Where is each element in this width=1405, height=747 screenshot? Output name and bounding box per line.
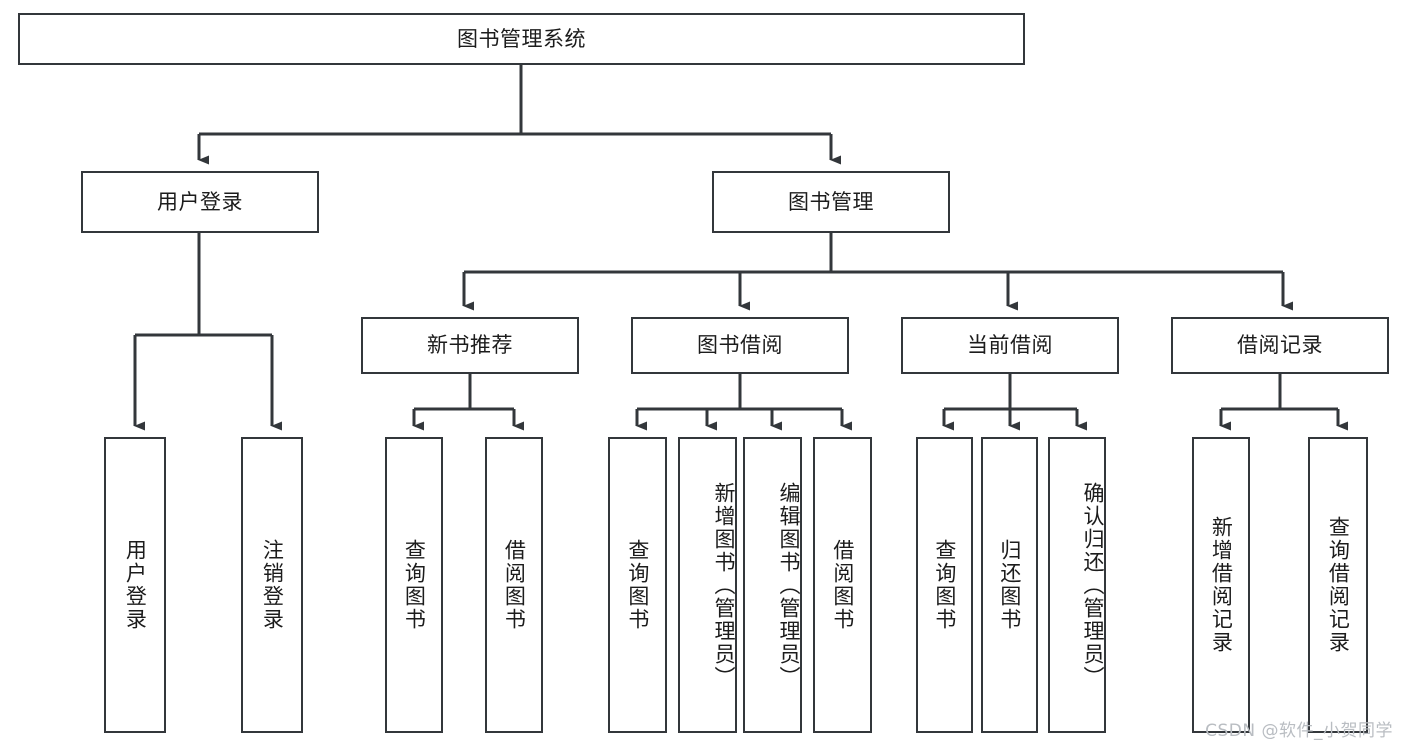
node-label: 注销登录 bbox=[260, 539, 285, 631]
node-leaf-6[interactable]: 编辑图书（管理员） bbox=[743, 437, 802, 733]
node-leaf-10[interactable]: 确认归还（管理员） bbox=[1048, 437, 1106, 733]
node-label: 查询图书 bbox=[625, 539, 650, 631]
node-level2-0[interactable]: 用户登录 bbox=[81, 171, 319, 233]
node-label: 编辑图书（管理员） bbox=[777, 481, 801, 689]
node-label: 当前借阅 bbox=[967, 333, 1053, 358]
node-leaf-11[interactable]: 新增借阅记录 bbox=[1192, 437, 1250, 733]
csdn-watermark: CSDN @软件_小贺同学 bbox=[1205, 721, 1393, 741]
node-label: 新书推荐 bbox=[427, 333, 513, 358]
node-level3-3[interactable]: 借阅记录 bbox=[1171, 317, 1389, 374]
node-label: 用户登录 bbox=[157, 189, 243, 214]
node-leaf-2[interactable]: 查询图书 bbox=[385, 437, 443, 733]
node-label: 新增借阅记录 bbox=[1209, 516, 1234, 654]
node-label: 借阅图书 bbox=[830, 539, 855, 631]
node-leaf-1[interactable]: 注销登录 bbox=[241, 437, 303, 733]
node-level3-0[interactable]: 新书推荐 bbox=[361, 317, 579, 374]
node-leaf-4[interactable]: 查询图书 bbox=[608, 437, 667, 733]
node-root-图书管理系统[interactable]: 图书管理系统 bbox=[18, 13, 1025, 65]
node-level3-1[interactable]: 图书借阅 bbox=[631, 317, 849, 374]
node-level2-1[interactable]: 图书管理 bbox=[712, 171, 950, 233]
node-label: 借阅图书 bbox=[502, 539, 527, 631]
node-leaf-12[interactable]: 查询借阅记录 bbox=[1308, 437, 1368, 733]
node-label: 图书借阅 bbox=[697, 333, 783, 358]
node-level3-2[interactable]: 当前借阅 bbox=[901, 317, 1119, 374]
node-label: 图书管理系统 bbox=[457, 26, 586, 51]
node-leaf-0[interactable]: 用户登录 bbox=[104, 437, 166, 733]
node-leaf-3[interactable]: 借阅图书 bbox=[485, 437, 543, 733]
node-label: 用户登录 bbox=[123, 539, 148, 631]
node-label: 查询图书 bbox=[932, 539, 957, 631]
node-label: 图书管理 bbox=[788, 189, 874, 214]
node-leaf-9[interactable]: 归还图书 bbox=[981, 437, 1038, 733]
node-label: 查询图书 bbox=[402, 539, 427, 631]
node-label: 归还图书 bbox=[997, 539, 1022, 631]
node-leaf-7[interactable]: 借阅图书 bbox=[813, 437, 872, 733]
node-label: 新增图书（管理员） bbox=[712, 481, 736, 689]
node-leaf-8[interactable]: 查询图书 bbox=[916, 437, 973, 733]
node-label: 确认归还（管理员） bbox=[1081, 481, 1105, 689]
node-label: 查询借阅记录 bbox=[1326, 516, 1351, 654]
node-leaf-5[interactable]: 新增图书（管理员） bbox=[678, 437, 737, 733]
node-label: 借阅记录 bbox=[1237, 333, 1323, 358]
